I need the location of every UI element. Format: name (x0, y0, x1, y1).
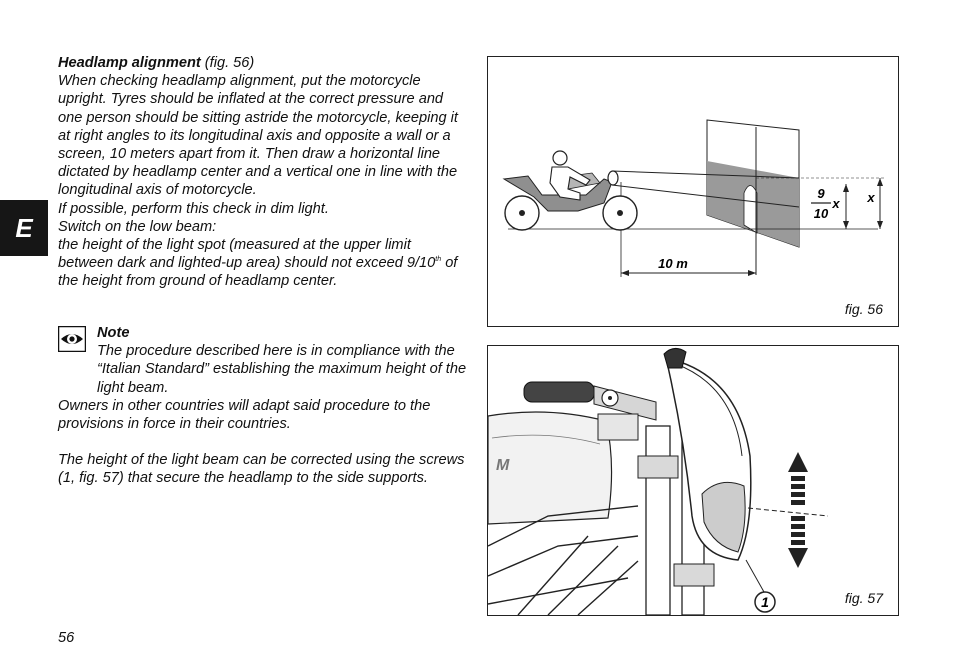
headlamp-paragraph-4-text: the height of the light spot (measured a… (58, 237, 411, 272)
figure-56: 10 m 9 10 x x fig. 56 (487, 56, 899, 327)
fraction-tail: of the height from ground of headlamp ce… (58, 255, 458, 290)
headlamp-title-ref: (fig. 56) (204, 55, 255, 71)
fraction-denominator: 10 (814, 206, 829, 221)
eye-icon (58, 326, 86, 352)
fraction-numerator: 9 (817, 186, 825, 201)
headlamp-heading: Headlamp alignment (fig. 56) (58, 54, 470, 72)
note-paragraph-1: The procedure described here is in compl… (97, 343, 467, 396)
callout-number: 1 (761, 594, 769, 610)
headlamp-paragraph-3: Switch on the low beam: (58, 218, 217, 235)
tank-lettering: M (496, 457, 510, 474)
x-label-full: x (866, 190, 875, 205)
distance-label: 10 m (658, 256, 688, 271)
fraction-sup: th (435, 256, 442, 264)
callout-circle (754, 591, 776, 613)
headlamp-title: Headlamp alignment (58, 55, 201, 71)
figure-57-caption: fig. 57 (844, 590, 883, 606)
figure-57: M (487, 345, 899, 616)
headlamp-paragraph-2: If possible, perform this check in dim l… (58, 200, 329, 217)
page-number: 56 (58, 630, 75, 646)
note-paragraph-2: Owners in other countries will adapt sai… (58, 397, 431, 433)
headlamp-paragraph-1: When checking headlamp alignment, put th… (58, 73, 458, 199)
section-tab-e: E (0, 200, 48, 256)
x-label-partial: x (831, 196, 840, 211)
headlamp-alignment-diagram: 10 m 9 10 x x (502, 119, 884, 277)
section-tab-letter: E (15, 212, 33, 243)
headlamp-alignment-section: Headlamp alignment (fig. 56) When checki… (58, 54, 470, 291)
headlamp-paragraph-4: the height of the light spot (measured a… (58, 236, 470, 291)
correction-paragraph: The height of the light beam can be corr… (58, 452, 465, 487)
fraction-text: 9/10 (406, 255, 436, 272)
headlamp-adjustment-drawing: M (488, 348, 829, 615)
note-section: Note The procedure described here is in … (58, 324, 470, 488)
figure-56-caption: fig. 56 (844, 301, 883, 317)
note-title: Note (97, 325, 130, 341)
